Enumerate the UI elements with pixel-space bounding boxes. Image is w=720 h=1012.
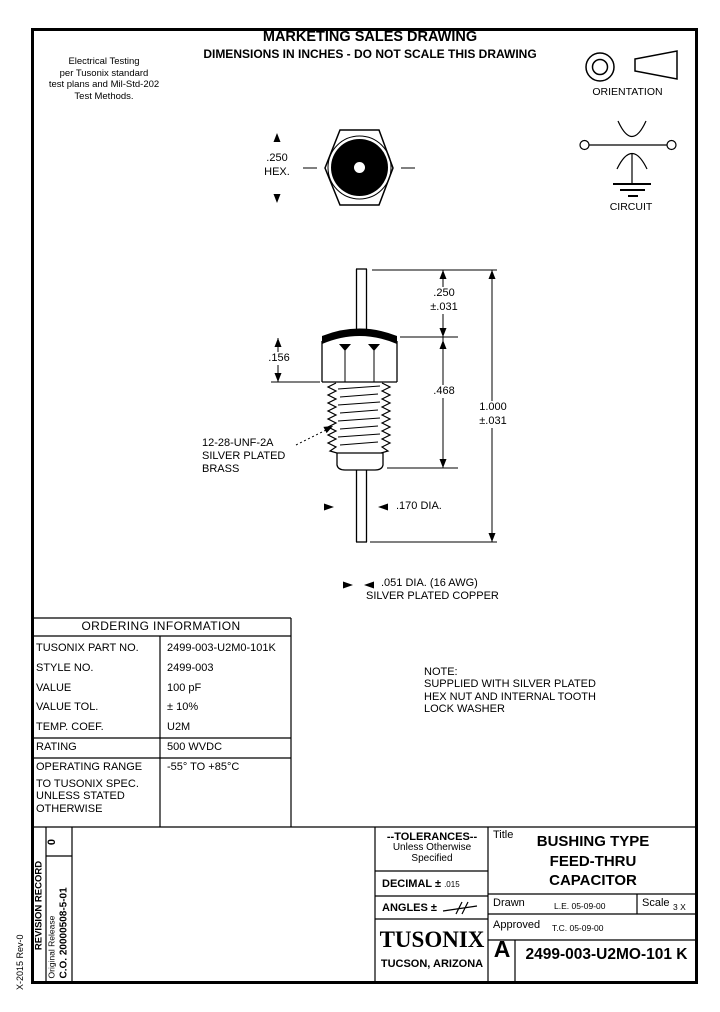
lead-material-label: SILVER PLATED COPPER (366, 590, 499, 602)
decimal-tolerance: DECIMAL ± .015 (382, 878, 460, 891)
company-logo: TUSONIX (379, 927, 485, 952)
table-row-label: VALUE (36, 682, 72, 694)
note-line: LOCK WASHER (424, 702, 505, 715)
company-city: TUCSON, ARIZONA (380, 958, 484, 970)
tolerances-subtitle: Specified (411, 852, 453, 864)
dim-value: 1.000 (479, 401, 507, 413)
table-row-label: TUSONIX PART NO. (36, 642, 139, 654)
footer-line: TO TUSONIX SPEC. (36, 778, 139, 790)
hex-dim-unit: HEX. (264, 165, 290, 178)
tolerances-title: --TOLERANCES-- (386, 831, 478, 843)
circuit-symbol (579, 120, 677, 197)
table-row-label: RATING (36, 741, 77, 753)
angle-tolerance-label: ANGLES ± (382, 901, 437, 914)
drawing-title: BUSHING TYPE FEED-THRU CAPACITOR (488, 832, 698, 891)
note-line: HEX NUT AND INTERNAL TOOTH (424, 690, 596, 703)
sheet-size: A (493, 936, 511, 962)
orientation-symbol (585, 50, 678, 82)
revision-entry: Original Release C.O. 20000508-5-01 (46, 854, 71, 978)
hex-across-flats-dimension: .250 HEX. (254, 152, 300, 179)
drawing-title-line: BUSHING TYPE (536, 833, 650, 850)
overall-length-dimension: 1.000 ±.031 (470, 401, 516, 428)
approved-label: Approved (493, 919, 541, 931)
dimension-lines (271, 269, 497, 589)
document-title: MARKETING SALES DRAWING (262, 29, 478, 45)
table-row-value: 100 pF (167, 682, 202, 694)
table-row-label: TEMP. COEF. (36, 721, 104, 733)
lead-diameter-label: .051 DIA. (16 AWG) (381, 577, 478, 589)
revision-entry-description: Original Release (46, 915, 57, 978)
thread-spec-line: SILVER PLATED (202, 450, 286, 462)
dim-tolerance: ±.031 (430, 300, 458, 313)
thread-spec-label: 12-28-UNF-2A SILVER PLATED BRASS (202, 437, 285, 476)
revision-entry-co-number: C.O. 20000508-5-01 (58, 886, 69, 978)
table-row-value: 2499-003-U2M0-101K (167, 642, 276, 654)
angle-tolerance-symbol (442, 901, 478, 915)
tolerances-subtitle: Unless Otherwise (392, 842, 472, 853)
drawn-value: L.E. 05-09-00 (554, 901, 606, 911)
note-line: SUPPLIED WITH SILVER PLATED (424, 678, 596, 691)
scale-label: Scale (642, 897, 670, 909)
table-row-value: U2M (167, 721, 191, 733)
table-row-value: 500 WVDC (167, 741, 223, 753)
note-line: NOTE: (424, 666, 458, 678)
footer-line: UNLESS STATED (36, 790, 125, 803)
decimal-tolerance-value: .015 (444, 880, 460, 889)
hex-dim-value: .250 (266, 152, 288, 164)
dim-value: .250 (433, 287, 455, 299)
test-note-line: Electrical Testing (68, 56, 140, 67)
title-label: Title (493, 829, 514, 841)
part-number: 2499-003-U2MO-101 K (525, 946, 688, 963)
scale-value: 3 X (673, 902, 686, 912)
table-row-label: OPERATING RANGE (36, 761, 143, 773)
dim-tolerance: ±.031 (479, 414, 507, 427)
top-lead-dimension: .250 ±.031 (421, 287, 467, 314)
tolerances-block: --TOLERANCES-- Unless Otherwise Specifie… (376, 831, 488, 864)
approved-value: T.C. 05-09-00 (552, 923, 604, 933)
footer-line: OTHERWISE (36, 802, 103, 815)
test-note-line: test plans and Mil-Std-202 (48, 79, 160, 91)
table-row-value: ± 10% (167, 701, 199, 713)
table-row-value: 2499-003 (167, 662, 214, 674)
drawn-label: Drawn (493, 897, 525, 909)
test-note-line: per Tusonix standard (59, 67, 149, 79)
revision-record-header: REVISION RECORD (33, 860, 44, 951)
hex-height-dimension: .156 (260, 352, 298, 365)
body-diameter-dimension: .170 DIA. (396, 500, 442, 512)
table-footer-note: TO TUSONIX SPEC. UNLESS STATED OTHERWISE (36, 778, 139, 815)
form-number: X-2015 Rev-0 (15, 934, 25, 990)
thread-spec-line: 12-28-UNF-2A (202, 437, 274, 449)
capacitor-side-view-drawing (321, 268, 398, 543)
orientation-label: ORIENTATION (592, 86, 663, 98)
decimal-tolerance-label: DECIMAL ± (382, 878, 442, 890)
electrical-test-note: Electrical Testing per Tusonix standard … (38, 56, 170, 102)
document-subtitle: DIMENSIONS IN INCHES - DO NOT SCALE THIS… (203, 47, 537, 61)
supplied-with-note: NOTE: SUPPLIED WITH SILVER PLATED HEX NU… (424, 666, 596, 715)
drawing-title-line: CAPACITOR (549, 872, 637, 889)
table-row-label: STYLE NO. (36, 662, 94, 674)
test-note-line: Test Methods. (74, 90, 134, 102)
drawing-title-line: FEED-THRU (549, 852, 637, 870)
body-length-dimension: .468 (425, 385, 463, 398)
table-row-label: VALUE TOL. (36, 701, 99, 713)
angle-tolerance: ANGLES ± (382, 901, 480, 915)
circuit-label: CIRCUIT (609, 201, 653, 213)
ordering-table-header: ORDERING INFORMATION (81, 619, 241, 633)
revision-number: 0 (46, 838, 58, 846)
table-row-value: -55° TO +85°C (167, 761, 240, 773)
thread-spec-line: BRASS (202, 463, 240, 475)
